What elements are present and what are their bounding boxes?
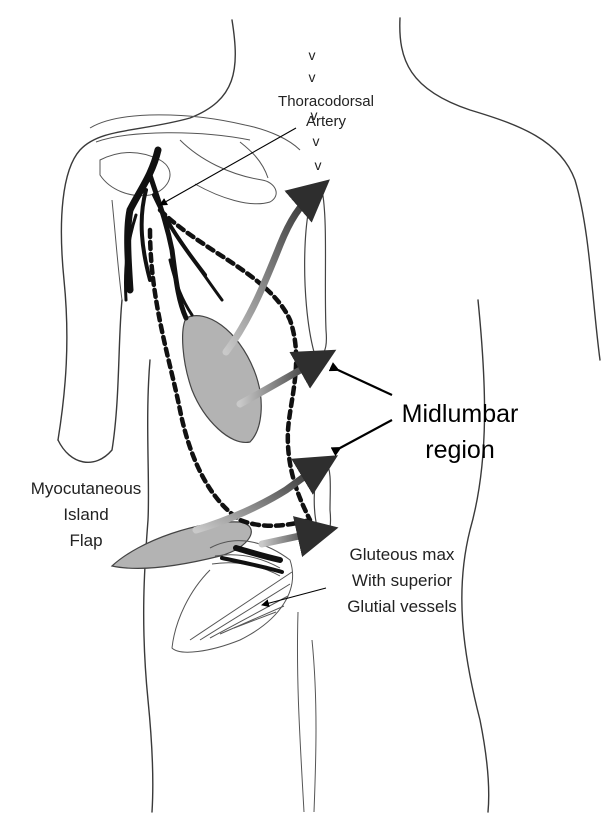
latissimus-flap <box>183 316 262 443</box>
thoracodorsal-label-line2: Artery <box>306 113 347 130</box>
svg-text:v: v <box>315 157 322 173</box>
myocutaneous-flap-label: Myocutaneous Island Flap <box>31 479 142 550</box>
gluteus-pointer <box>262 588 326 605</box>
flap-label-line2: Island <box>63 505 108 524</box>
gluteus-label: Gluteous max With superior Glutial vesse… <box>347 545 457 616</box>
svg-text:v: v <box>309 47 316 63</box>
svg-text:v: v <box>313 133 320 149</box>
midlumbar-label-line2: region <box>425 436 495 464</box>
svg-text:v: v <box>309 69 316 85</box>
gluteus-label-line1: Gluteous max <box>350 545 455 564</box>
gluteus-label-line3: Glutial vessels <box>347 597 457 616</box>
spine-marks: v v v v v <box>309 47 322 173</box>
gluteus-label-line2: With superior <box>352 571 452 590</box>
lower-recipient-site <box>314 462 330 536</box>
thoracodorsal-label-line1: Thoracodorsal <box>278 93 374 110</box>
midlumbar-region-label: Midlumbar region <box>402 400 519 464</box>
upper-recipient-site <box>305 185 327 355</box>
flap-label-line3: Flap <box>69 531 102 550</box>
midlumbar-label-line1: Midlumbar <box>402 400 519 428</box>
thoracodorsal-artery-label: Thoracodorsal Artery <box>278 93 374 130</box>
body-outline <box>58 18 600 812</box>
flap-label-line1: Myocutaneous <box>31 479 142 498</box>
transfer-arrow-bottom <box>262 532 318 544</box>
midlumbar-pointer-lower <box>340 420 392 448</box>
transfer-arrow-upper <box>226 193 314 352</box>
midlumbar-pointer-upper <box>338 370 392 395</box>
thoracodorsal-pointer <box>160 128 296 205</box>
